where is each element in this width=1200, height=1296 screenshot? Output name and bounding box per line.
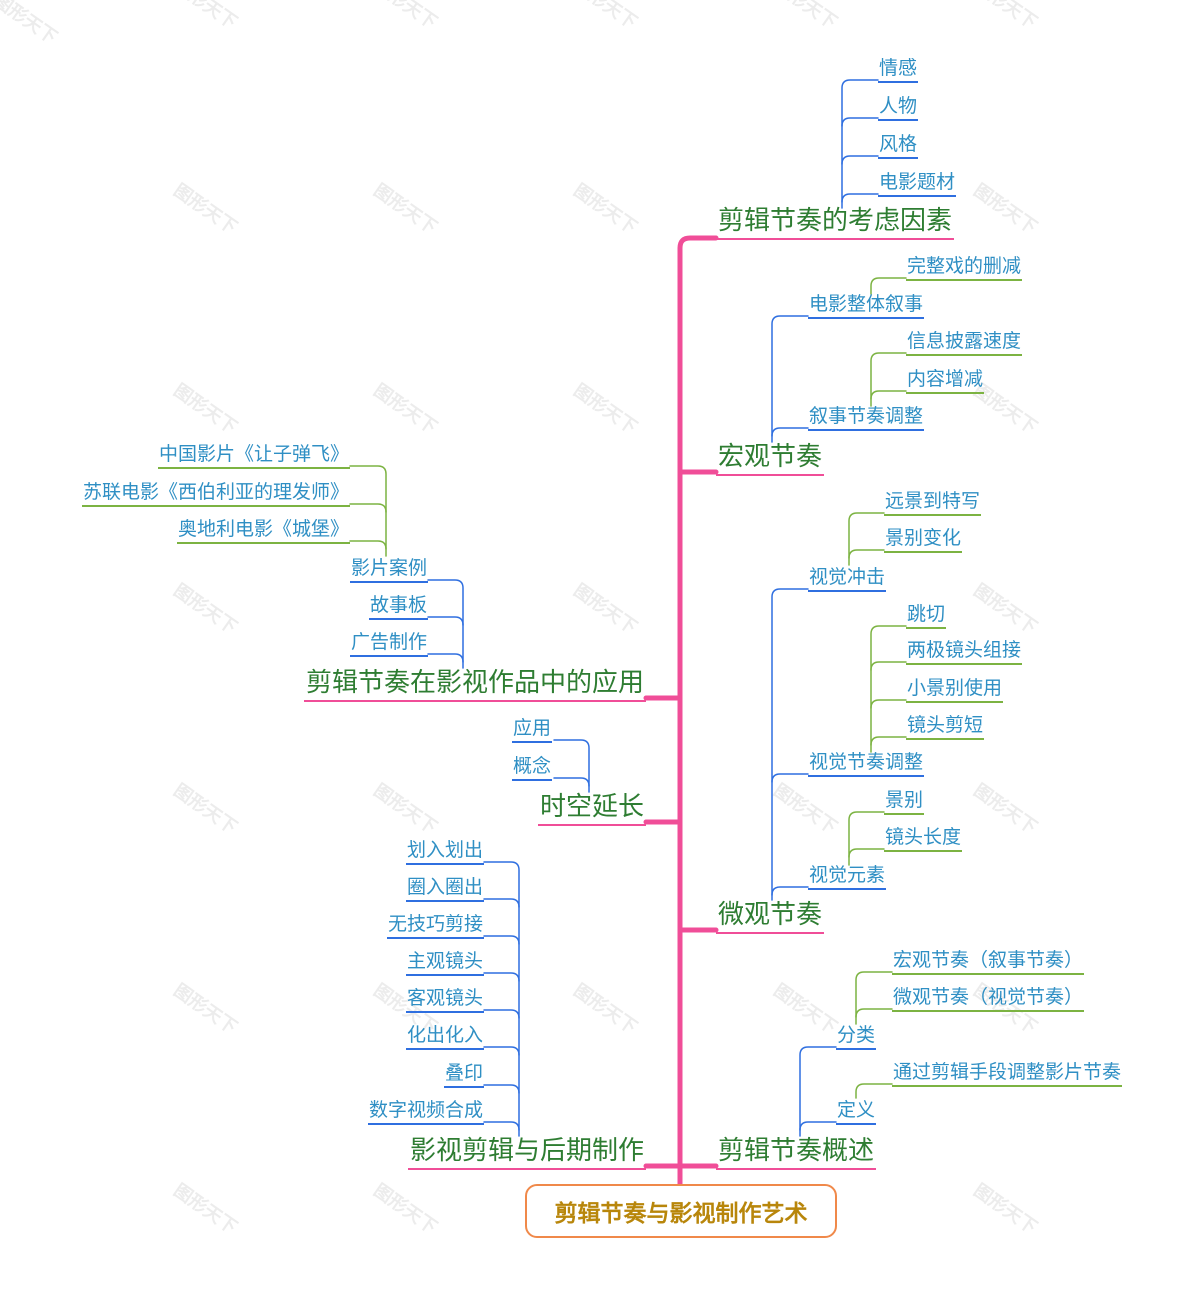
leaf-definition-text[interactable]: 通过剪辑手段调整影片节奏 [892, 1063, 1123, 1087]
subtopic-application[interactable]: 应用 [512, 719, 553, 743]
leaf-jump-cut[interactable]: 跳切 [906, 605, 947, 629]
subtopic-genre[interactable]: 电影题材 [878, 173, 957, 197]
topic-spacetime-extension[interactable]: 时空延长 [537, 794, 646, 826]
subtopic-overall-narrative[interactable]: 电影整体叙事 [808, 295, 925, 319]
leaf-shot-length[interactable]: 镜头长度 [884, 828, 963, 852]
subtopic-digital-compositing[interactable]: 数字视频合成 [367, 1101, 484, 1125]
subtopic-visual-rhythm-adjust[interactable]: 视觉节奏调整 [808, 753, 925, 777]
subtopic-superimpose[interactable]: 叠印 [443, 1064, 484, 1088]
subtopic-visual-elements[interactable]: 视觉元素 [808, 866, 887, 890]
leaf-long-to-close[interactable]: 远景到特写 [884, 492, 982, 516]
leaf-macro-narrative[interactable]: 宏观节奏（叙事节奏） [892, 951, 1085, 975]
subtopic-classification[interactable]: 分类 [836, 1026, 877, 1050]
subtopic-subjective-shot[interactable]: 主观镜头 [405, 952, 484, 976]
topic-overview[interactable]: 剪辑节奏概述 [716, 1138, 877, 1170]
subtopic-visual-impact[interactable]: 视觉冲击 [808, 568, 887, 592]
leaf-shorten-shots[interactable]: 镜头剪短 [906, 716, 985, 740]
topic-macro-rhythm[interactable]: 宏观节奏 [716, 444, 825, 476]
subtopic-emotion[interactable]: 情感 [878, 59, 919, 83]
subtopic-straight-cut[interactable]: 无技巧剪接 [386, 915, 484, 939]
leaf-case-ussr[interactable]: 苏联电影《西伯利亚的理发师》 [81, 483, 350, 507]
subtopic-character[interactable]: 人物 [878, 97, 919, 121]
topic-post-production[interactable]: 影视剪辑与后期制作 [407, 1138, 646, 1170]
subtopic-film-cases[interactable]: 影片案例 [349, 559, 428, 583]
subtopic-objective-shot[interactable]: 客观镜头 [405, 989, 484, 1013]
subtopic-storyboard[interactable]: 故事板 [368, 596, 428, 620]
leaf-info-pace[interactable]: 信息披露速度 [906, 332, 1023, 356]
leaf-shot-size[interactable]: 景别 [884, 791, 925, 815]
subtopic-style[interactable]: 风格 [878, 135, 919, 159]
subtopic-wipe[interactable]: 划入划出 [405, 841, 484, 865]
leaf-small-shot-use[interactable]: 小景别使用 [906, 679, 1004, 703]
topic-micro-rhythm[interactable]: 微观节奏 [716, 902, 825, 934]
root-topic[interactable]: 剪辑节奏与影视制作艺术 [525, 1184, 837, 1238]
leaf-extreme-shot-join[interactable]: 两极镜头组接 [906, 641, 1023, 665]
subtopic-definition[interactable]: 定义 [836, 1101, 877, 1125]
leaf-case-austria[interactable]: 奥地利电影《城堡》 [176, 520, 350, 544]
topic-application[interactable]: 剪辑节奏在影视作品中的应用 [303, 670, 646, 702]
leaf-case-china[interactable]: 中国影片《让子弹飞》 [157, 445, 350, 469]
leaf-scene-cut[interactable]: 完整戏的删减 [906, 257, 1023, 281]
subtopic-concept[interactable]: 概念 [512, 757, 553, 781]
subtopic-iris[interactable]: 圈入圈出 [405, 878, 484, 902]
leaf-content-change[interactable]: 内容增减 [906, 370, 985, 394]
topic-considerations[interactable]: 剪辑节奏的考虑因素 [716, 208, 955, 240]
subtopic-narrative-adjust[interactable]: 叙事节奏调整 [808, 407, 925, 431]
subtopic-advertising[interactable]: 广告制作 [349, 633, 428, 657]
leaf-shot-size-change[interactable]: 景别变化 [884, 529, 963, 553]
subtopic-dissolve[interactable]: 化出化入 [405, 1026, 484, 1050]
leaf-micro-visual[interactable]: 微观节奏（视觉节奏） [892, 988, 1085, 1012]
